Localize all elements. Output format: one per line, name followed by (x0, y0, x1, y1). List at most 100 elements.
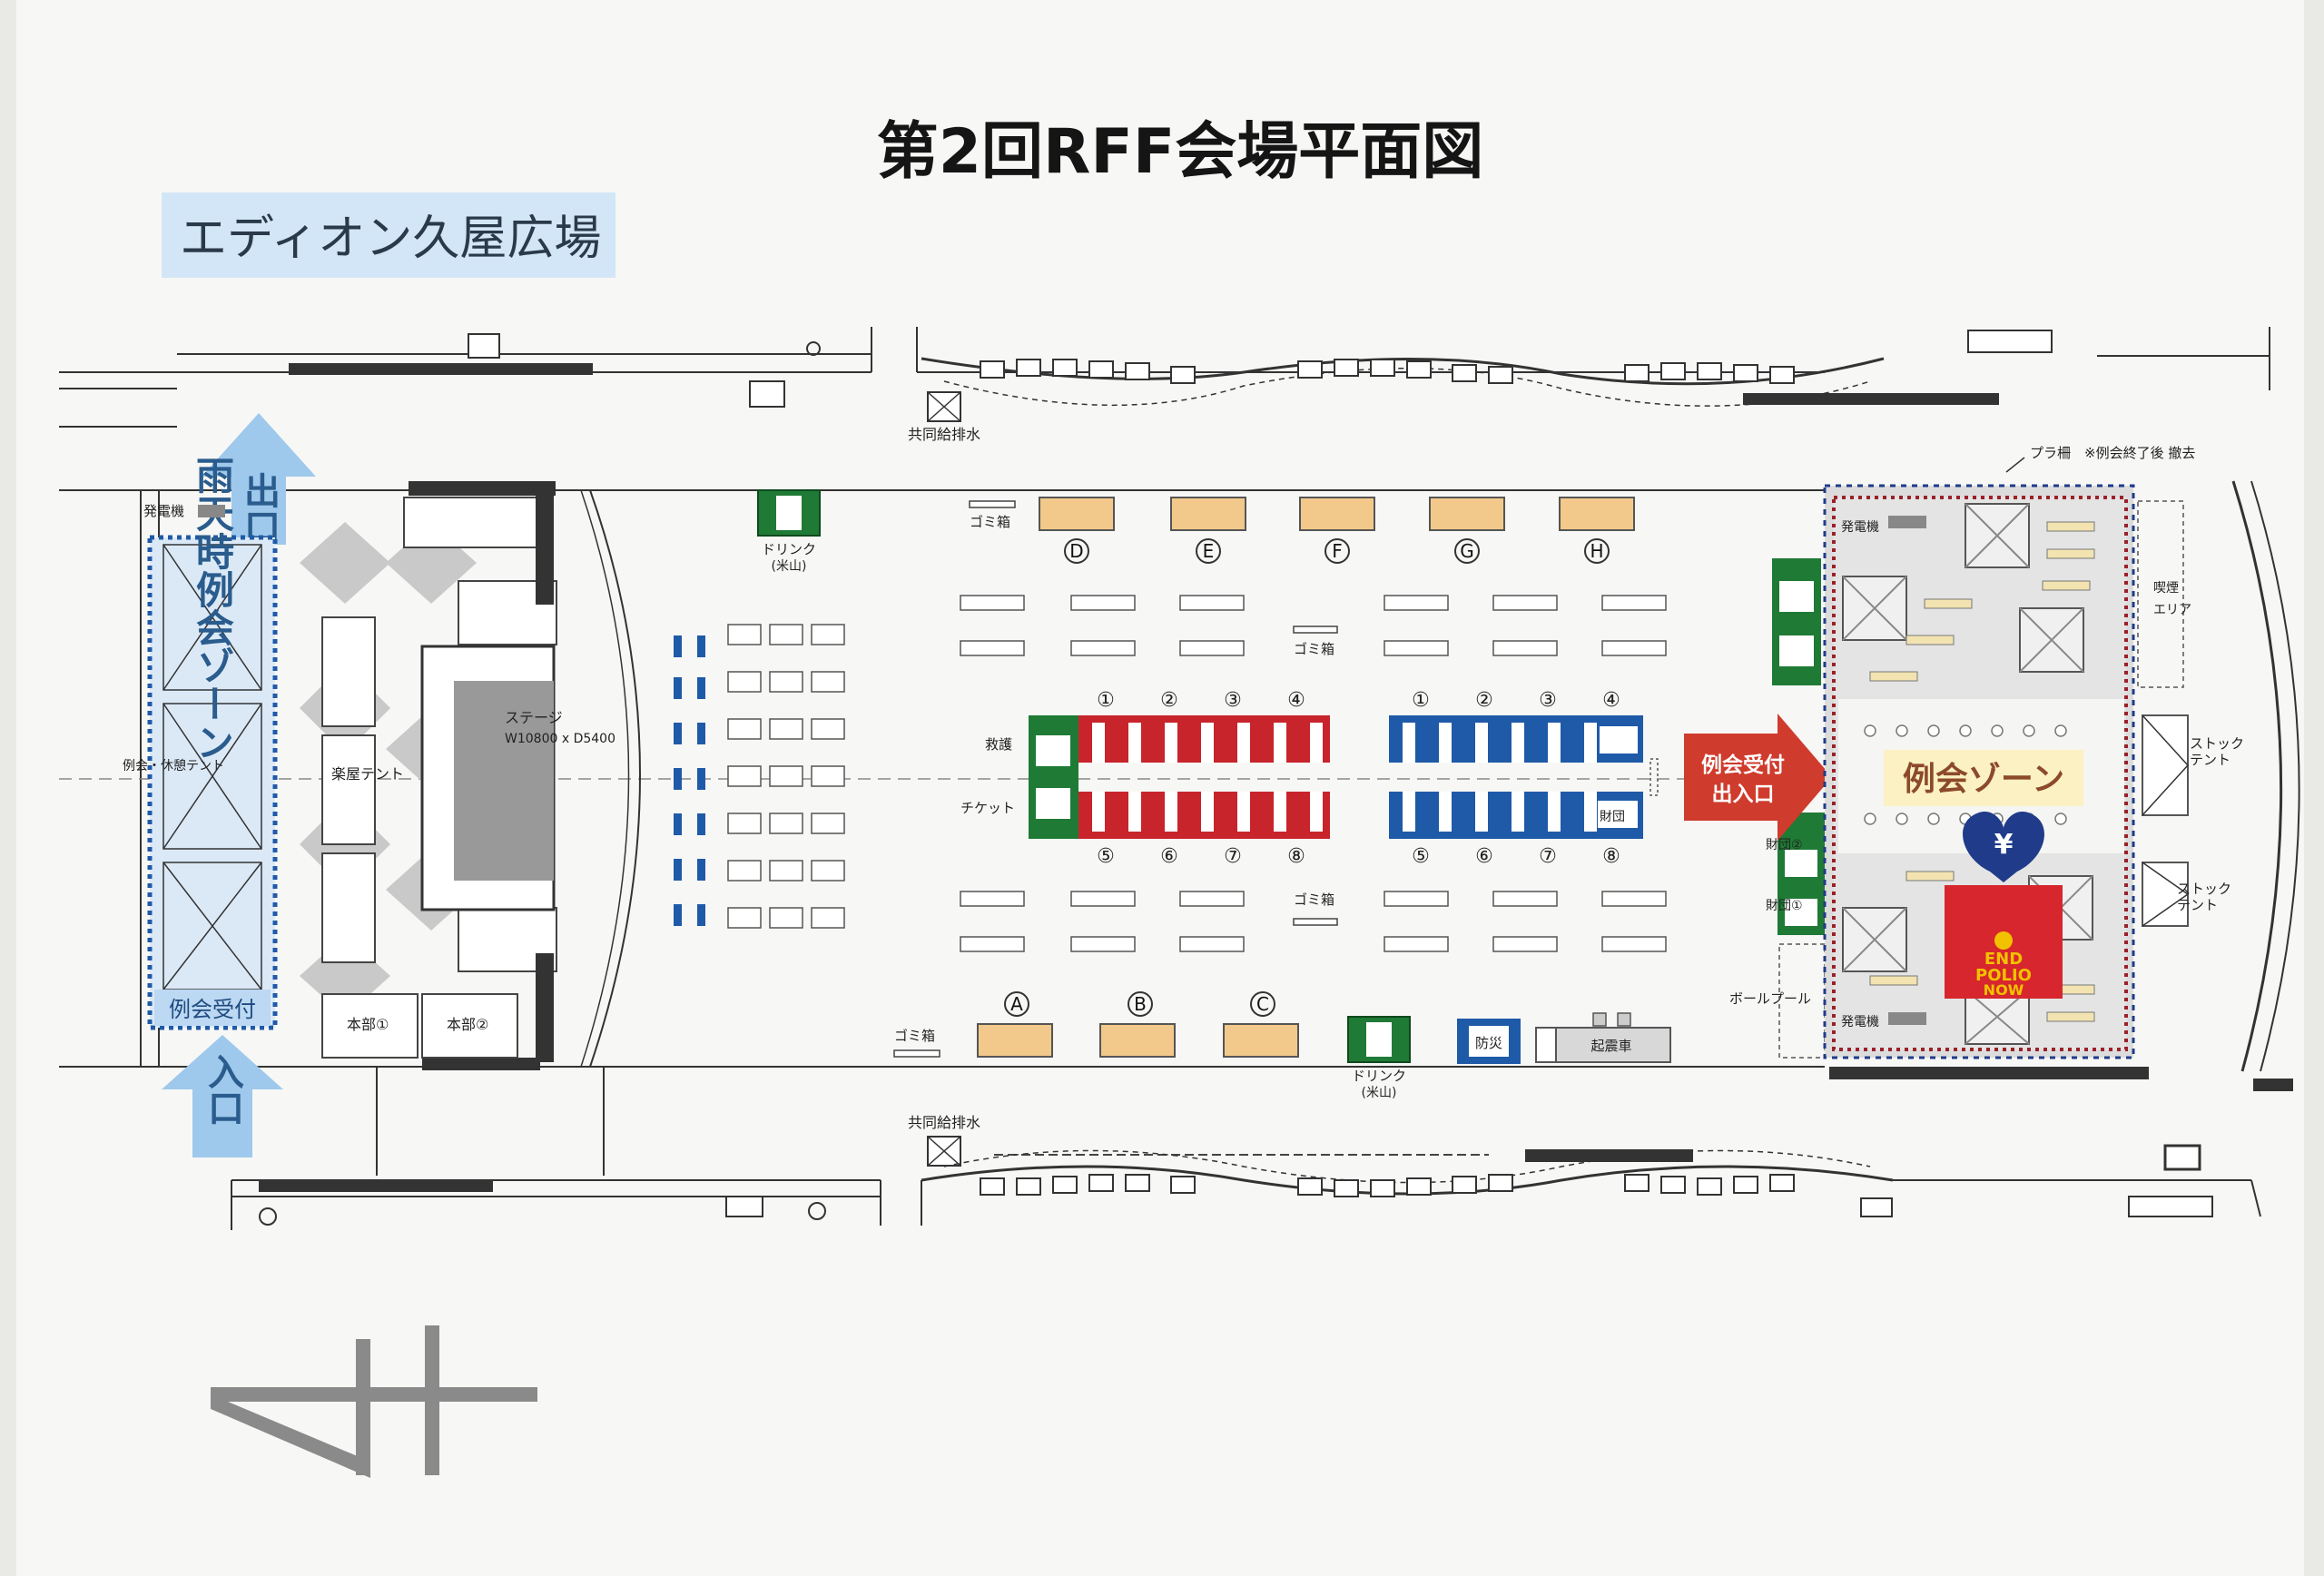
hq2 (421, 993, 518, 1059)
red-stalls-bottom (1078, 792, 1330, 839)
svg-text:⑥: ⑥ (1475, 845, 1493, 868)
earthquake-car-label: 起震車 (1590, 1038, 1631, 1054)
svg-text:⑤: ⑤ (1097, 845, 1115, 868)
polio-line3: NOW (1984, 981, 2024, 999)
north-planters (980, 359, 1795, 384)
svg-text:⑤: ⑤ (1412, 845, 1430, 868)
svg-text:③: ③ (1224, 689, 1242, 712)
north-arrow-icon (211, 1325, 537, 1478)
stock-tent2-line1: ストック (2177, 881, 2231, 897)
generator-right1-label: 発電機 (1841, 520, 1879, 535)
blue-numbers-bottom: ⑤ ⑥ ⑦ ⑧ (1412, 845, 1620, 868)
svg-text:C: C (1256, 993, 1269, 1015)
south-planters (980, 1174, 1795, 1197)
meeting-zone-benches (1869, 521, 2095, 1022)
trash-mid2-label: ゴミ箱 (1294, 891, 1334, 908)
rain-zone-label: 雨天時例会ゾーン (191, 456, 235, 761)
ticket-label: チケット (960, 800, 1015, 816)
north-hedge-right (1743, 393, 1999, 405)
stage-size: W10800 x D5400 (505, 732, 615, 746)
stock-tent2-line2: テント (2177, 897, 2218, 913)
tables-upper (960, 595, 1667, 656)
trash-top-label: ゴミ箱 (970, 514, 1010, 530)
svg-text:F: F (1332, 540, 1343, 562)
svg-text:A: A (1010, 993, 1023, 1015)
svg-text:G: G (1460, 540, 1474, 562)
stage-curve (589, 489, 641, 1068)
venue-banner (162, 192, 615, 278)
drink-top-sub: (米山) (772, 559, 807, 574)
drink-bottom-label: ドリンク (1352, 1068, 1406, 1084)
north-right-fixture (1967, 330, 2053, 353)
south-hedge-right-meeting (1829, 1067, 2149, 1079)
hq2-label: 本部② (447, 1016, 488, 1033)
blue-stalls-top (1389, 715, 1643, 763)
hq1 (321, 993, 419, 1059)
red-numbers-bottom: ⑤ ⑥ ⑦ ⑧ (1097, 845, 1305, 868)
south-hedge-left (259, 1180, 493, 1192)
svg-text:D: D (1069, 540, 1083, 562)
north-box (749, 380, 785, 408)
dressing-tent-label: 楽屋テント (331, 765, 404, 783)
svg-text:④: ④ (1602, 689, 1620, 712)
foundation-label: 財団 (1600, 810, 1625, 824)
hq1-label: 本部① (347, 1016, 389, 1033)
meeting-zone-label: 例会ゾーン (1903, 761, 2064, 798)
booths-top (1039, 497, 1635, 531)
foundation2-label: 財団② (1766, 838, 1803, 852)
drink-top-label: ドリンク (762, 541, 816, 557)
svg-text:B: B (1134, 993, 1147, 1015)
red-numbers-top: ① ② ③ ④ (1097, 689, 1305, 712)
rain-reception-box (154, 990, 271, 1026)
trash-mid-icon (1293, 625, 1338, 634)
south-hedge-mid (1525, 1149, 1693, 1162)
polio-yen: ¥ (1994, 829, 2014, 861)
svg-text:①: ① (1097, 689, 1115, 712)
svg-text:⑧: ⑧ (1602, 845, 1620, 868)
smoking-area (2137, 500, 2184, 688)
blue-numbers-top: ① ② ③ ④ (1412, 689, 1620, 712)
far-right-block (2253, 1079, 2293, 1091)
svg-text:E: E (1203, 540, 1215, 562)
stock-tent1-line1: ストック (2190, 735, 2244, 752)
north-post (806, 341, 821, 356)
entrance-arrow (162, 1035, 283, 1157)
table-grid-left (727, 624, 845, 929)
generator-left-label: 発電機 (143, 503, 184, 519)
trash-bottom-icon (893, 1049, 940, 1058)
tables-lower (960, 891, 1667, 952)
entrance-label: 入口 (202, 1053, 244, 1126)
booth-labels-top: D E F G H (1069, 540, 1603, 562)
svg-text:⑦: ⑦ (1539, 845, 1557, 868)
smoking-line2: エリア (2153, 603, 2191, 617)
disaster-label: 防災 (1475, 1035, 1502, 1051)
rain-reception-label: 例会受付 (169, 997, 256, 1022)
page-title: 第2回RFF会場平面図 (877, 116, 1484, 188)
stage-floor (454, 681, 554, 881)
rest-tent-label: 例会・休憩テント (123, 758, 224, 773)
stock-tent1-line2: テント (2190, 752, 2230, 768)
red-stalls-top (1078, 715, 1330, 763)
blue-stalls-bottom (1389, 792, 1643, 839)
svg-text:②: ② (1160, 689, 1178, 712)
trash-mid-label: ゴミ箱 (1294, 641, 1334, 657)
rain-zone (147, 535, 278, 1030)
svg-text:②: ② (1475, 689, 1493, 712)
stock-tent2 (2142, 862, 2189, 927)
polio-line1: END (1984, 950, 2023, 969)
generator-left-icon (198, 505, 225, 517)
right-green-tents (1772, 558, 1825, 935)
svg-text:⑥: ⑥ (1160, 845, 1178, 868)
reception-arrow-line2: 出入口 (1712, 783, 1775, 806)
polio-heart (1963, 811, 2044, 882)
polio-line2: POLIO (1975, 966, 2032, 985)
svg-text:H: H (1590, 540, 1603, 562)
water-bottom-label: 共同給排水 (908, 1114, 980, 1131)
east-curve (2231, 480, 2283, 1072)
dressing-tents (321, 497, 557, 972)
plastic-fence-label: プラ柵 ※例会終了後 撤去 (2030, 445, 2195, 461)
foundation1-label: 財団① (1766, 899, 1803, 913)
svg-text:⑧: ⑧ (1287, 845, 1305, 868)
north-sign (468, 333, 500, 359)
drink-bottom-sub: (米山) (1362, 1086, 1397, 1100)
